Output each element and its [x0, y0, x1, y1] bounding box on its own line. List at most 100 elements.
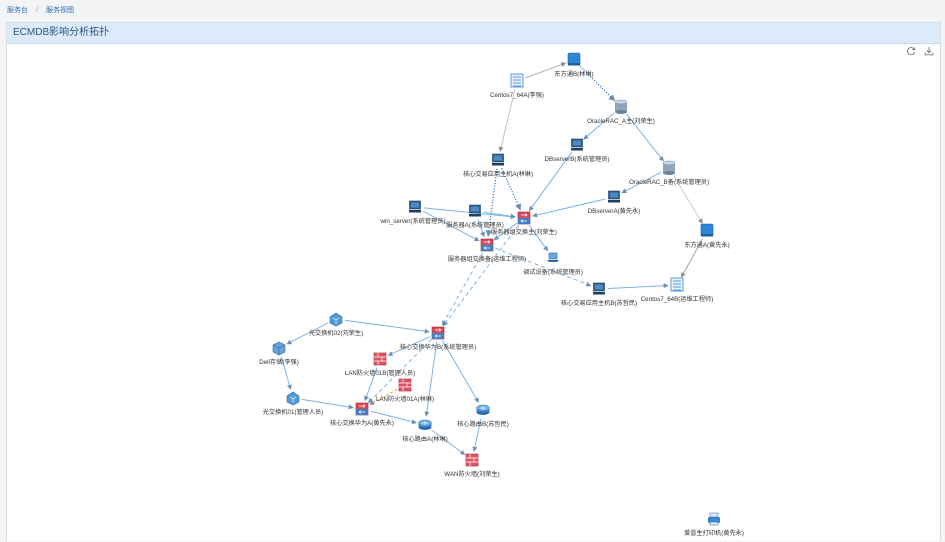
- breadcrumb: 服务台 / 服务视图: [7, 5, 74, 17]
- topology-edge: [367, 339, 432, 404]
- node-label: 光交换机01(管理人员): [263, 408, 324, 416]
- node-label: 核心交易应用主机A(林琳): [463, 170, 533, 178]
- topology-edge: [301, 398, 354, 410]
- node-label: win_server(系统管理员): [380, 217, 446, 225]
- breadcrumb-home[interactable]: 服务台: [7, 7, 28, 14]
- topology-node[interactable]: Dell存储(李强): [259, 341, 299, 366]
- node-label: Centos7_64B(运维工程师): [641, 295, 714, 303]
- topology-edge: [493, 222, 518, 241]
- topology-edge: [495, 247, 592, 287]
- router-icon: [476, 404, 490, 415]
- os-list-icon: [510, 73, 524, 88]
- node-label: 核心交换华为A(黄先永): [330, 419, 394, 427]
- topology-node[interactable]: 服务器组交换主(刘荣生): [491, 211, 557, 236]
- topology-node[interactable]: win_server(系统管理员): [380, 200, 446, 225]
- pc-icon: [409, 200, 421, 213]
- topology-node[interactable]: 光交换机02(刘荣生): [309, 312, 363, 337]
- topology-edge: [472, 418, 482, 452]
- app-server-icon: [700, 223, 714, 237]
- topology-edge: [583, 112, 615, 140]
- storage-icon: [272, 341, 286, 356]
- switch-icon: [517, 211, 531, 225]
- topology-edge: [477, 219, 485, 238]
- topology-node[interactable]: LAN防火墙01A(林琳): [376, 378, 434, 403]
- node-label: DBserverA(黄先永): [588, 207, 641, 215]
- node-label: Dell存储(李强): [259, 358, 299, 366]
- topology-edge: [483, 211, 516, 219]
- switch-icon: [480, 238, 494, 252]
- node-label: 调试设备(系统管理员): [523, 268, 583, 276]
- fc-switch-icon: [329, 312, 343, 327]
- topology-node[interactable]: 调试设备(系统管理员): [523, 252, 583, 276]
- switch-icon: [355, 402, 369, 416]
- breadcrumb-current[interactable]: 服务视图: [45, 7, 74, 14]
- topology-node[interactable]: OracleRAC_B备(系统管理员): [629, 160, 709, 186]
- topology-edge: [525, 62, 567, 79]
- topology-node[interactable]: DBserverA(黄先永): [588, 190, 641, 215]
- topology-edge: [370, 410, 417, 425]
- pc-icon: [492, 153, 504, 166]
- topology-node[interactable]: WAN防火墙(刘荣生): [444, 453, 500, 478]
- node-label: 东方通A(黄先永): [684, 241, 729, 249]
- database-icon: [614, 99, 628, 114]
- topology-edge: [621, 171, 662, 194]
- refresh-icon[interactable]: [906, 46, 916, 56]
- node-label: WAN防火墙(刘荣生): [444, 470, 499, 478]
- download-icon[interactable]: [924, 46, 934, 56]
- node-label: Centos7_64A(李强): [490, 91, 544, 99]
- toolbar: [906, 46, 934, 56]
- topology-edge: [442, 340, 479, 403]
- topology-node[interactable]: LAN防火墙01B(管理人员): [345, 352, 415, 377]
- firewall-icon: [373, 352, 387, 366]
- node-label: DBserverB(系统管理员): [545, 155, 610, 163]
- topology-edge: [528, 224, 549, 252]
- switch-icon: [431, 326, 445, 340]
- topology-edge: [286, 322, 329, 345]
- topology-node[interactable]: DBserverB(系统管理员): [545, 138, 610, 163]
- topology-node[interactable]: 核心交换华为B(系统管理员): [400, 326, 476, 351]
- topology-node[interactable]: 爱普生打印机(黄先永): [684, 512, 744, 537]
- topology-canvas[interactable]: 东方通B(林琳) Centos7_64A(李强) OracleRAC_A主(刘荣生)…: [7, 44, 940, 542]
- topology-node[interactable]: 服务器A(系统管理员): [446, 204, 504, 229]
- topology-edge: [364, 367, 378, 402]
- topology-node[interactable]: 核心路由A(林琳): [402, 419, 448, 443]
- topology-node[interactable]: 服务器组交换备(运维工程师): [448, 238, 526, 263]
- node-label: 服务器A(系统管理员): [446, 221, 504, 229]
- node-label: 东方通B(林琳): [554, 70, 593, 78]
- topology-edge: [280, 356, 292, 390]
- pc-icon: [593, 282, 605, 295]
- laptop-icon: [547, 252, 559, 262]
- topology-node[interactable]: 核心交易应用主机B(苏哲民): [561, 282, 637, 307]
- topology-node[interactable]: OracleRAC_A主(刘荣生): [587, 99, 655, 125]
- topology-node[interactable]: 核心路由B(苏哲民): [457, 404, 509, 428]
- topology-node[interactable]: Centos7_64B(运维工程师): [641, 277, 714, 303]
- topology-edge: [532, 198, 606, 218]
- topology-edge: [579, 65, 616, 102]
- topology-edge: [626, 113, 664, 162]
- topology-edge: [485, 168, 498, 237]
- topology-edge: [501, 167, 521, 211]
- topology-edge: [369, 388, 398, 406]
- pc-icon: [571, 138, 583, 151]
- topology-edge: [344, 319, 430, 334]
- topology-edge: [441, 252, 484, 326]
- breadcrumb-separator: /: [36, 7, 38, 14]
- pc-icon: [608, 190, 620, 203]
- firewall-icon: [465, 453, 479, 467]
- topology-node[interactable]: 核心交易应用主机A(林琳): [463, 153, 533, 178]
- router-icon: [418, 419, 432, 430]
- topology-node[interactable]: 东方通B(林琳): [554, 52, 594, 78]
- topology-edge: [607, 283, 669, 290]
- topology-edge: [387, 336, 430, 356]
- topology-node[interactable]: 东方通A(黄先永): [684, 223, 730, 249]
- topology-node[interactable]: 核心交换华为A(黄先永): [330, 402, 394, 427]
- topology-edge: [498, 89, 516, 152]
- node-label: LAN防火墙01B(管理人员): [345, 369, 415, 377]
- topology-edge: [673, 175, 703, 224]
- topology-node[interactable]: 光交换机01(管理人员): [263, 391, 324, 416]
- topology-node[interactable]: Centos7_64A(李强): [490, 73, 544, 99]
- topology-edge: [431, 429, 466, 456]
- node-layer: 东方通B(林琳) Centos7_64A(李强) OracleRAC_A主(刘荣生)…: [259, 52, 744, 537]
- node-label: OracleRAC_B备(系统管理员): [629, 178, 709, 186]
- database-icon: [662, 160, 676, 175]
